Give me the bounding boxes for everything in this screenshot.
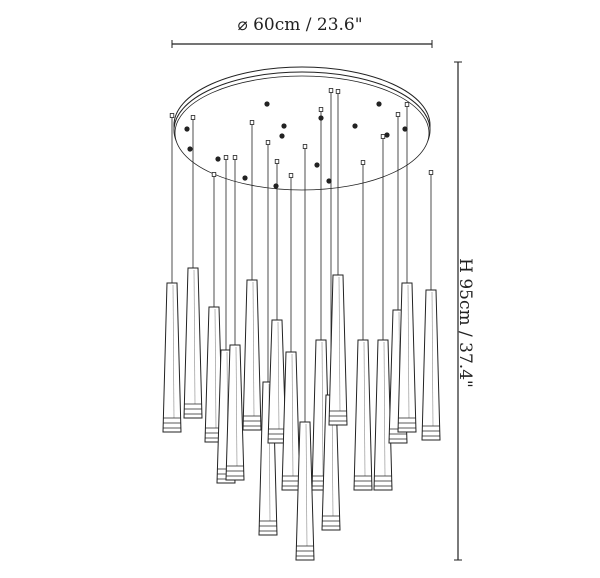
cable-clamp [274,159,280,164]
pendant-tube [281,351,301,491]
canopy-screw [273,183,279,189]
pendants [162,88,441,561]
pendant [373,134,393,491]
pendant-highlight [363,341,366,477]
pendant-highlight [252,281,255,417]
canopy-screw [402,126,408,132]
canopy-screw [314,162,320,168]
cable-clamp [211,172,217,177]
pendant-highlight [193,269,196,405]
canopy-screw [352,123,358,129]
pendant [162,113,182,433]
pendant-highlight [338,276,341,412]
cable-clamp [395,112,401,117]
pendant-highlight [431,291,434,427]
pendant [328,89,348,426]
cable-clamp [328,88,334,93]
pendant-tube [353,339,373,491]
canopy-screw [326,178,332,184]
cable-clamp [335,89,341,94]
pendant-tube [267,319,287,444]
pendant [295,144,315,561]
cable-clamp [223,155,229,160]
height-dimension-label: H 95cm / 37.4" [455,258,475,388]
cable-clamp [249,120,255,125]
cable-clamp [190,115,196,120]
cable-clamp [404,102,410,107]
pendant [225,155,245,481]
pendant-tube [373,339,393,491]
cable-clamp [380,134,386,139]
cable-clamp [360,160,366,165]
pendant-highlight [291,353,294,477]
canopy-screw [187,146,193,152]
pendant-highlight [407,284,410,419]
canopy-screw [281,123,287,129]
width-dimension-label: ⌀ 60cm / 23.6" [237,15,363,35]
pendant-highlight [321,341,324,477]
cable-clamp [232,155,238,160]
cable-clamp [169,113,175,118]
canopy-screw [264,101,270,107]
pendant-highlight [305,423,308,547]
pendant-tube [397,282,417,433]
pendant-tube [225,344,245,481]
canopy-screw [215,156,221,162]
pendant [281,173,301,491]
pendant-highlight [383,341,386,477]
pendant-tube [242,279,262,431]
pendant [321,88,341,531]
canopy-screw [279,133,285,139]
canopy-screw [376,101,382,107]
pendant [242,120,262,431]
canopy [173,66,431,191]
cable-clamp [428,170,434,175]
pendant-highlight [277,321,280,430]
pendant-tube [421,289,441,441]
canopy-screw [184,126,190,132]
canopy-face [174,75,430,191]
pendant-tube [183,267,203,419]
cable-clamp [318,107,324,112]
canopy-screw [242,175,248,181]
pendant [267,159,287,444]
pendant [421,170,441,441]
cable-clamp [265,140,271,145]
cable-clamp [302,144,308,149]
pendant-highlight [214,308,217,429]
pendant [183,115,203,419]
cable-clamp [288,173,294,178]
pendant [397,102,417,433]
pendant [353,160,373,491]
pendant-highlight [172,284,175,419]
pendant-highlight [235,346,238,467]
pendant-tube [162,282,182,433]
dimension-lines [171,40,462,561]
pendant-tube [295,421,315,561]
pendant-tube [328,274,348,426]
canopy-screw [384,132,390,138]
